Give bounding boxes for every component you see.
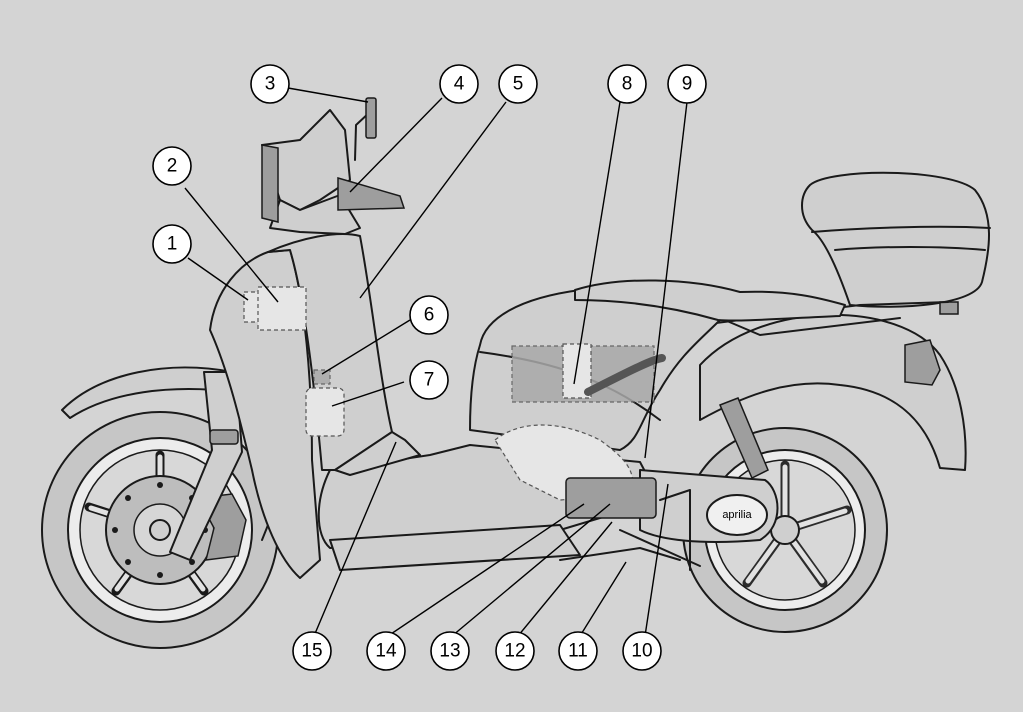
callout-13: 13 [430,631,470,671]
svg-text:2: 2 [167,156,178,177]
aprilia-logo-text: aprilia [722,509,752,521]
svg-text:4: 4 [454,74,465,95]
svg-text:12: 12 [504,641,525,662]
callout-12: 12 [495,631,535,671]
fork-slider [209,429,239,445]
left-grip [261,144,279,223]
rear-shock [718,397,769,480]
seat [574,279,846,322]
dark-strap [584,354,666,396]
svg-text:7: 7 [424,370,435,391]
svg-text:9: 9 [682,74,693,95]
svg-text:15: 15 [301,641,322,662]
svg-text:11: 11 [568,641,588,662]
underbody [329,524,581,571]
exhaust-pipe [559,547,681,561]
internal-box-front [257,286,307,331]
kick-panel [334,431,421,476]
svg-text:6: 6 [424,305,435,326]
callout-9: 9 [667,64,707,104]
svg-text:10: 10 [631,641,652,662]
callout-10: 10 [622,631,662,671]
callout-14: 14 [366,631,406,671]
callout-5: 5 [498,64,538,104]
rear-mirror [365,97,377,139]
callout-1: 1 [152,224,192,264]
internal-box-mid [305,387,345,437]
svg-text:3: 3 [265,74,276,95]
callout-3: 3 [250,64,290,104]
callout-6: 6 [409,295,449,335]
callout-4: 4 [439,64,479,104]
leg-shield [209,249,321,579]
svg-text:13: 13 [439,641,460,662]
handlebar-grip [337,177,406,211]
engine-block [565,477,657,519]
internal-small-box [313,369,331,385]
callout-7: 7 [409,360,449,400]
svg-text:5: 5 [513,74,524,95]
callout-15: 15 [292,631,332,671]
callout-8: 8 [607,64,647,104]
tail-light [904,339,941,386]
callout-11: 11 [558,631,598,671]
leader-lines [184,87,688,637]
svg-text:1: 1 [167,234,178,255]
rear-fender [699,314,967,471]
svg-text:14: 14 [375,641,397,662]
top-case [801,171,991,315]
aprilia-badge [706,494,768,536]
center-stand [619,489,701,571]
callout-2: 2 [152,146,192,186]
svg-text:8: 8 [622,74,633,95]
